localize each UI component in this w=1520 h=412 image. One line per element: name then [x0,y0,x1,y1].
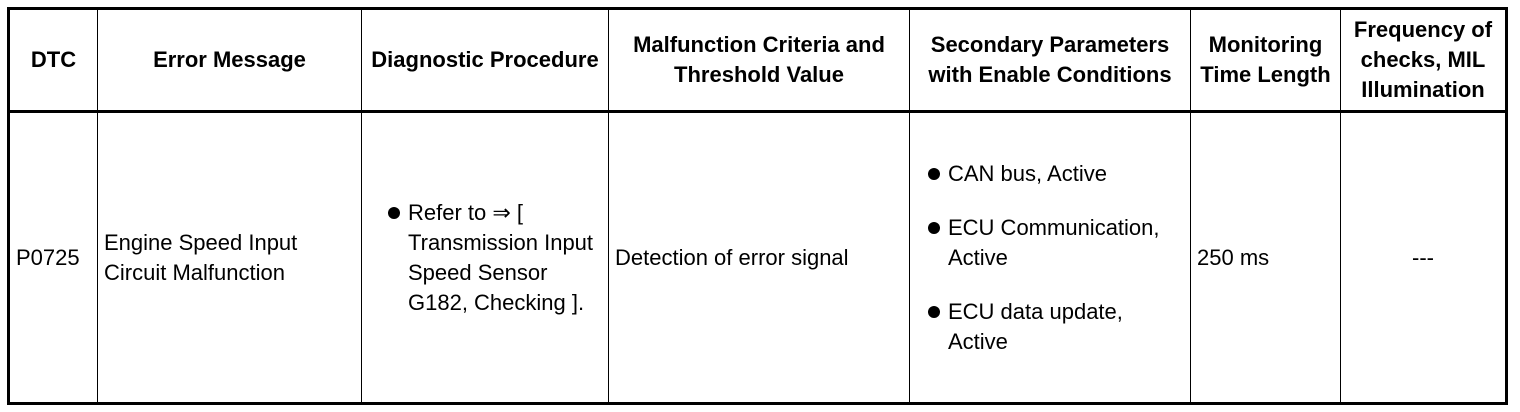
dtc-table: DTC Error Message Diagnostic Procedure M… [7,7,1508,405]
secondary-parameter-item: ECU data update, Active [916,297,1184,357]
bullet-icon [928,167,940,180]
header-row: DTC Error Message Diagnostic Procedure M… [8,8,1507,113]
secondary-parameter-text: ECU Communication, Active [948,214,1160,270]
bullet-icon [388,206,400,219]
cell-monitoring-time: 250 ms [1190,111,1341,404]
cell-dtc-code: P0725 [8,111,98,404]
cell-diagnostic-procedure: Refer to ⇒ [ Transmission Input Speed Se… [361,111,609,404]
bullet-icon [928,305,940,318]
procedure-item: Refer to ⇒ [ Transmission Input Speed Se… [376,198,602,318]
secondary-parameter-text: CAN bus, Active [948,160,1107,186]
secondary-parameter-item: ECU Communication, Active [916,213,1184,273]
secondary-parameter-item: CAN bus, Active [916,159,1184,189]
bullet-icon [928,221,940,234]
cell-frequency: --- [1340,111,1507,404]
header-malfunction-criteria: Malfunction Criteria and Threshold Value [608,8,910,113]
secondary-parameters-list: CAN bus, Active ECU Communication, Activ… [916,159,1184,357]
procedure-text: Refer to ⇒ [ Transmission Input Speed Se… [408,199,594,315]
header-secondary-parameters: Secondary Parameters with Enable Conditi… [909,8,1191,113]
cell-secondary-parameters: CAN bus, Active ECU Communication, Activ… [909,111,1191,404]
header-frequency: Frequency of checks, MIL Illumination [1340,8,1507,113]
cell-malfunction-criteria: Detection of error signal [608,111,910,404]
secondary-parameter-text: ECU data update, Active [948,298,1123,354]
header-monitoring-time: Monitoring Time Length [1190,8,1341,113]
table-row: P0725 Engine Speed Input Circuit Malfunc… [8,111,1507,404]
procedure-list: Refer to ⇒ [ Transmission Input Speed Se… [376,198,602,318]
header-dtc: DTC [8,8,98,113]
header-error-message: Error Message [97,8,362,113]
header-diagnostic-procedure: Diagnostic Procedure [361,8,609,113]
cell-error-message: Engine Speed Input Circuit Malfunction [97,111,362,404]
